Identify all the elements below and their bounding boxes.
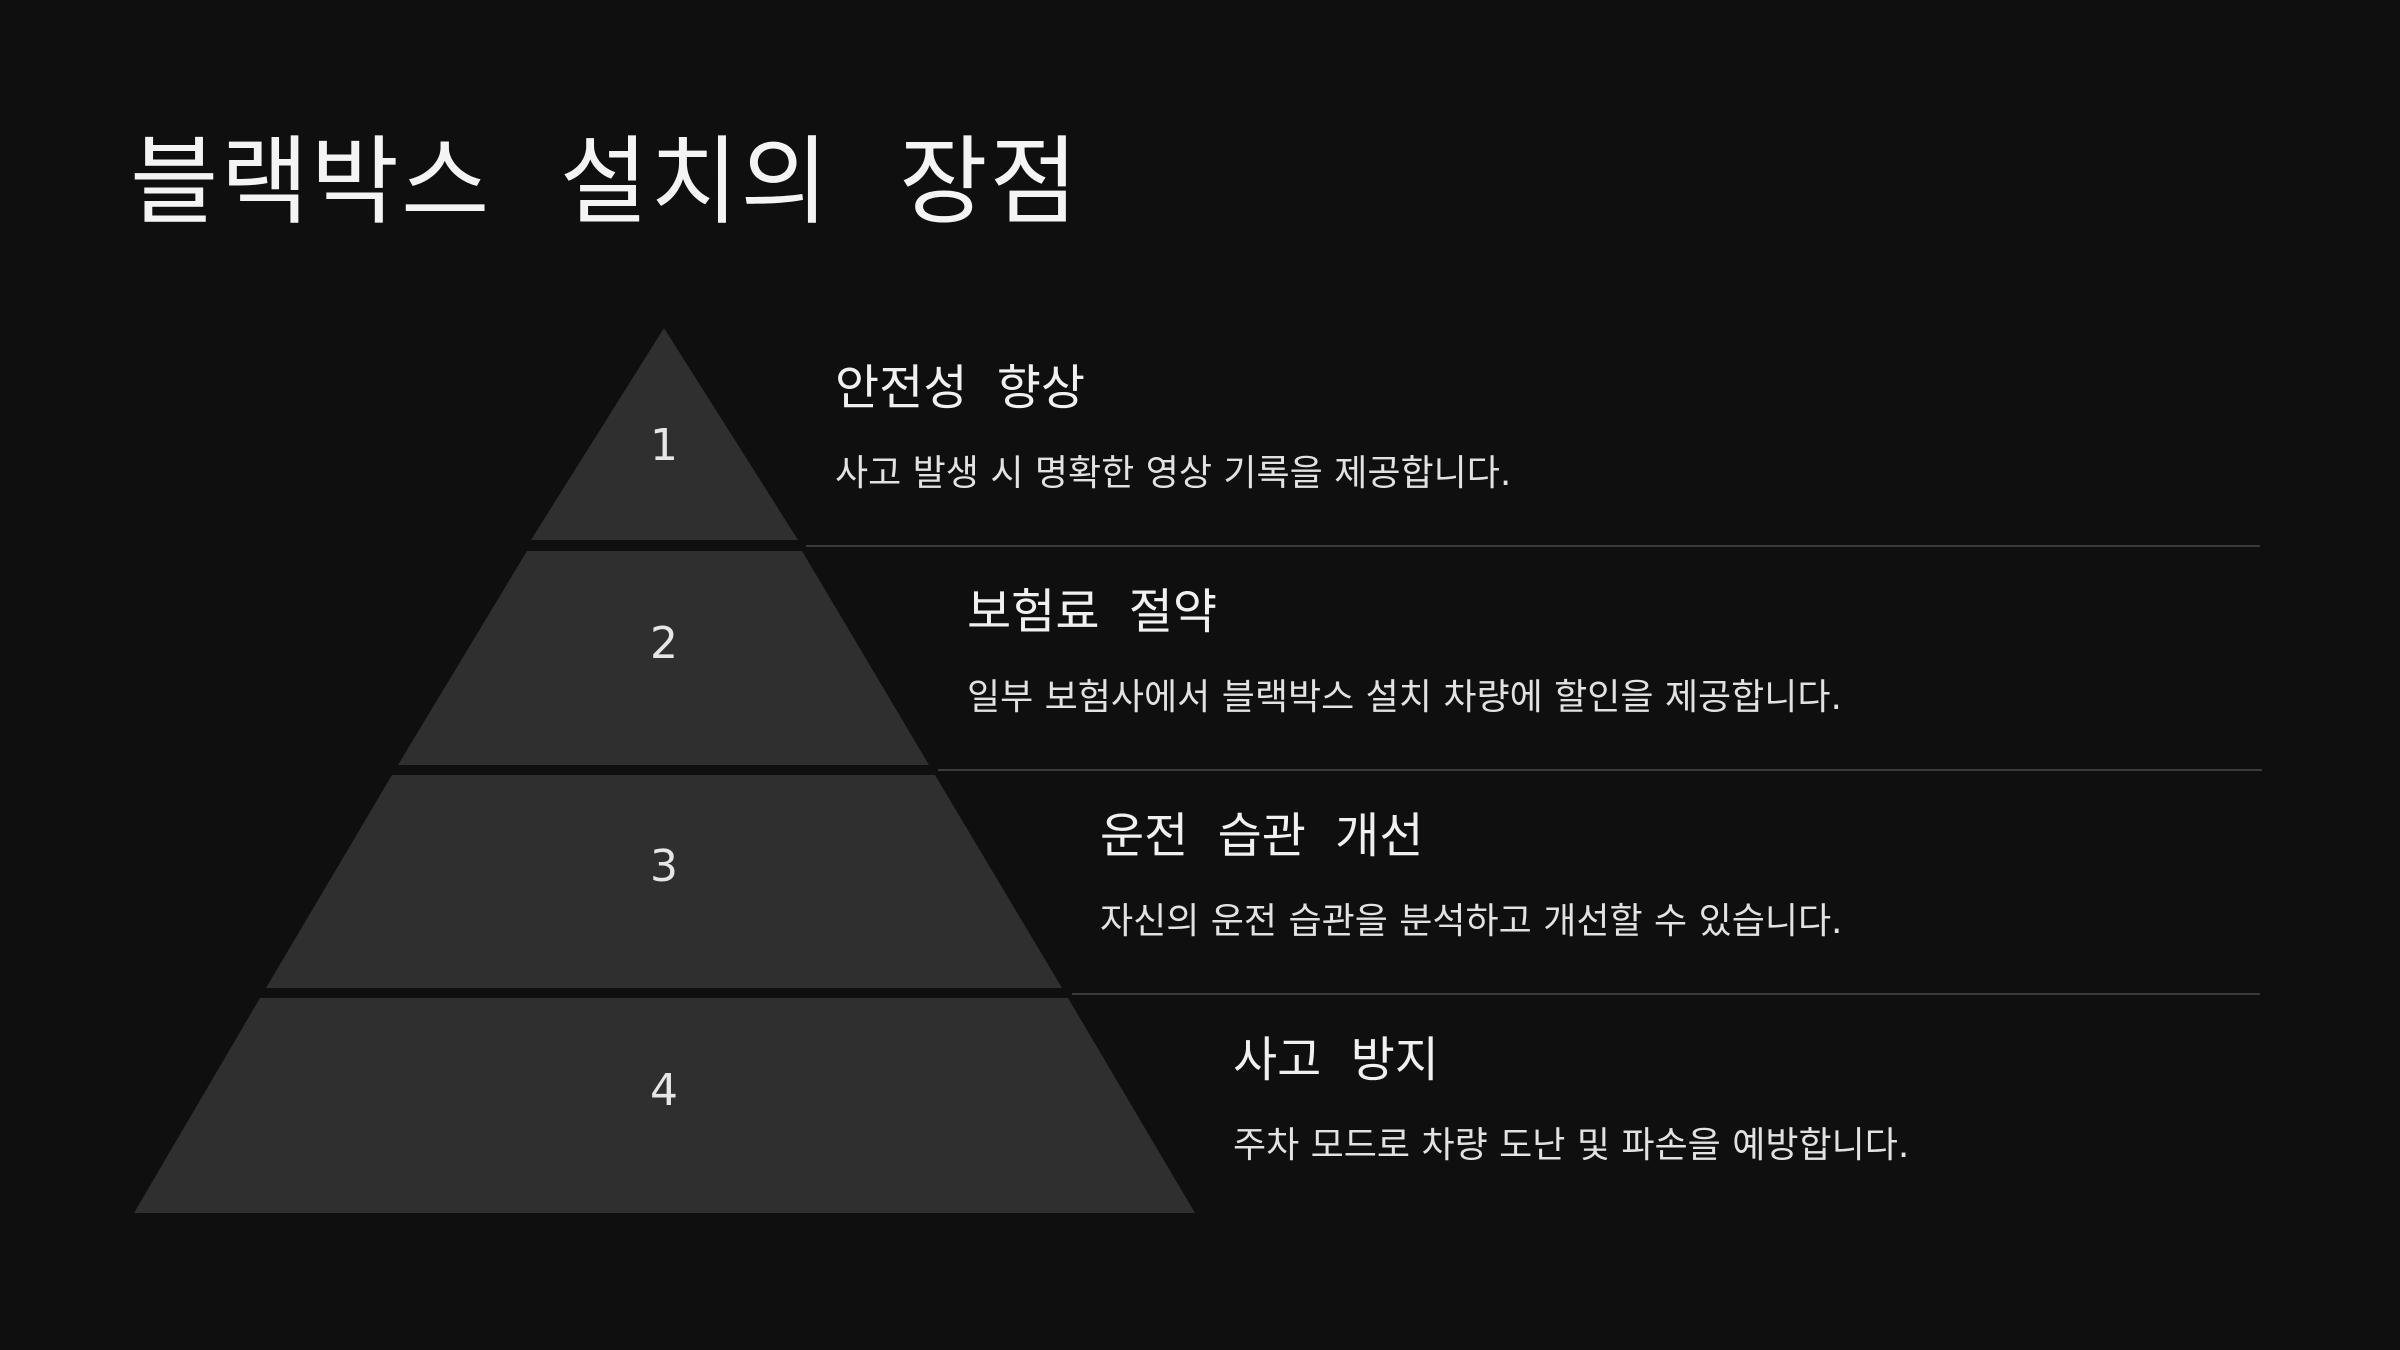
item-title: 운전 습관 개선	[1100, 808, 1424, 864]
item-description: 자신의 운전 습관을 분석하고 개선할 수 있습니다.	[1100, 900, 1843, 942]
tier-number-4: 4	[650, 1065, 678, 1116]
item-description: 일부 보험사에서 블랙박스 설치 차량에 할인을 제공합니다.	[967, 676, 1842, 718]
list-item: 운전 습관 개선 자신의 운전 습관을 분석하고 개선할 수 있습니다.	[1100, 808, 1843, 943]
pyramid-tier-3	[266, 775, 1062, 988]
list-item: 보험료 절약 일부 보험사에서 블랙박스 설치 차량에 할인을 제공합니다.	[967, 584, 1842, 719]
tier-number-2: 2	[650, 618, 678, 669]
divider	[938, 769, 2262, 771]
pyramid-tier-4	[134, 998, 1195, 1213]
slide-title: 블랙박스 설치의 장점	[130, 126, 1080, 238]
list-item: 사고 방지 주차 모드로 차량 도난 및 파손을 예방합니다.	[1233, 1032, 1909, 1167]
item-title: 안전성 향상	[835, 360, 1086, 416]
item-description: 사고 발생 시 명확한 영상 기록을 제공합니다.	[835, 452, 1512, 494]
tier-number-1: 1	[650, 420, 678, 471]
divider	[1072, 993, 2260, 995]
pyramid-tier-2	[398, 551, 929, 765]
item-title: 사고 방지	[1233, 1032, 1439, 1088]
item-description: 주차 모드로 차량 도난 및 파손을 예방합니다.	[1233, 1124, 1910, 1166]
item-title: 보험료 절약	[967, 584, 1218, 640]
divider	[806, 545, 2260, 547]
list-item: 안전성 향상 사고 발생 시 명확한 영상 기록을 제공합니다.	[835, 360, 1511, 495]
pyramid-tier-1	[531, 328, 798, 540]
tier-number-3: 3	[650, 841, 678, 892]
